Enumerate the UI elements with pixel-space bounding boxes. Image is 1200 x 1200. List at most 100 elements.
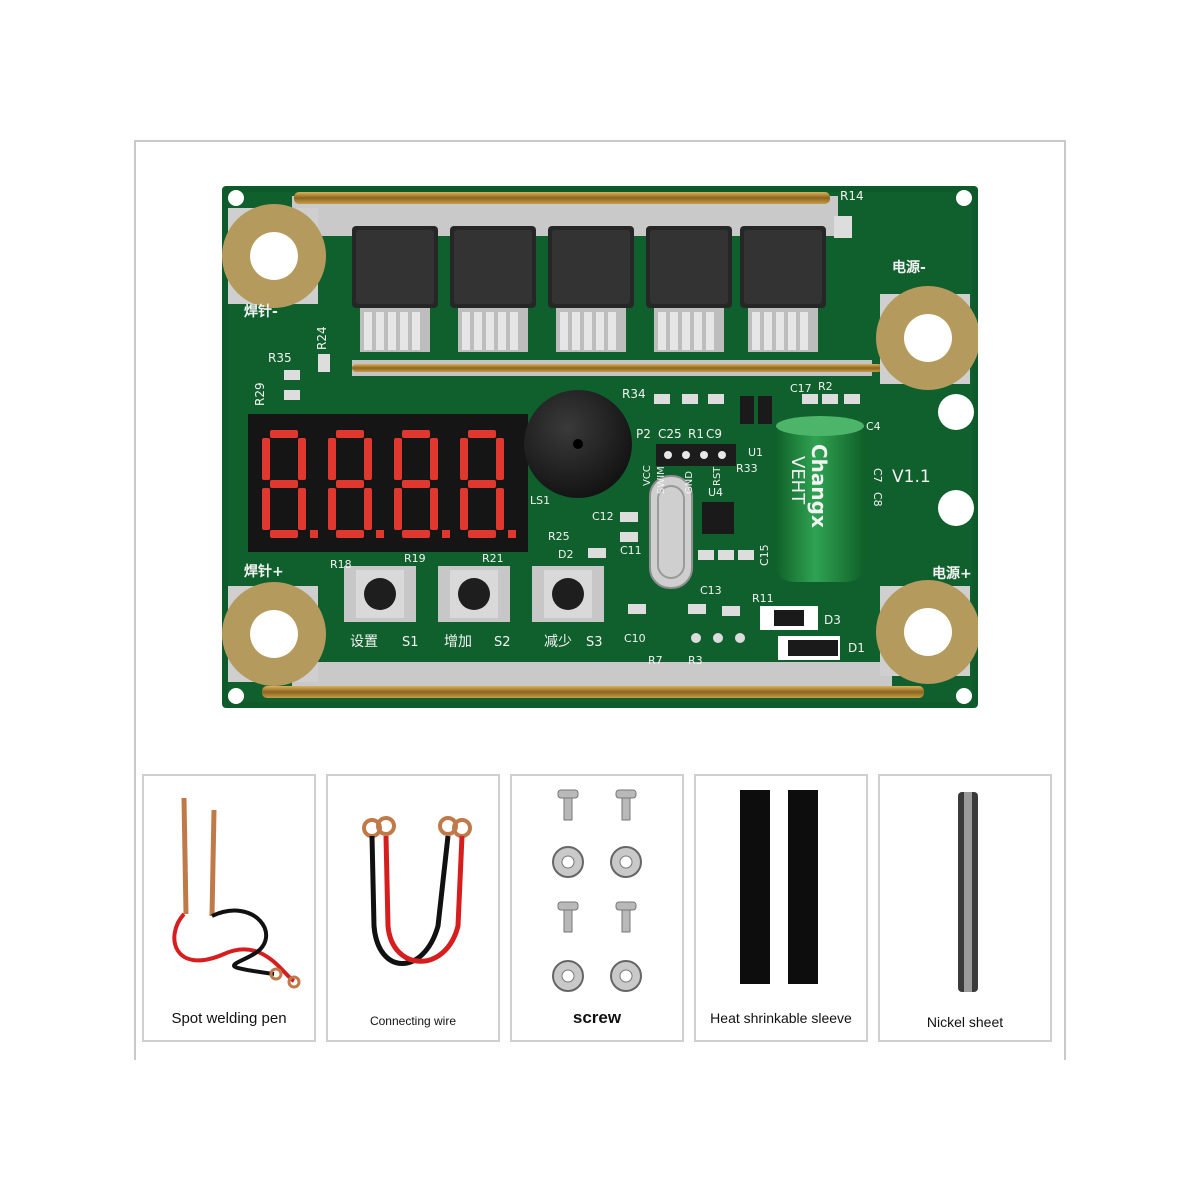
- button-s1: [344, 566, 416, 622]
- display-segment: [262, 488, 270, 530]
- display-segment: [270, 430, 298, 438]
- display-segment: [402, 530, 430, 538]
- mosfet: [646, 226, 732, 352]
- label-u4: U4: [708, 486, 723, 499]
- label-r24: R24: [315, 326, 329, 350]
- display-segment: [468, 480, 496, 488]
- bottom-copper-rail: [262, 686, 924, 698]
- display-decimal-point: [376, 530, 384, 538]
- display-segment: [298, 488, 306, 530]
- mount-hole: [228, 688, 244, 704]
- label-c9: C9: [706, 427, 722, 441]
- seven-segment-display: [248, 414, 528, 552]
- label-c10: C10: [624, 632, 646, 645]
- accessory-card-heat-shrink: Heat shrinkable sleeve: [694, 774, 868, 1042]
- display-segment: [336, 430, 364, 438]
- product-frame: [134, 140, 1066, 1060]
- mount-hole: [956, 688, 972, 704]
- mcu-chip: [702, 502, 734, 534]
- label-r35: R35: [268, 351, 292, 365]
- middle-copper-rail: [352, 364, 882, 372]
- accessory-label: Connecting wire: [369, 1014, 457, 1028]
- display-segment: [364, 438, 372, 480]
- programming-header: [656, 444, 736, 466]
- accessory-card-welding-pen: Spot welding pen: [142, 774, 316, 1042]
- smd-components: [284, 216, 860, 616]
- crystal-oscillator: [649, 475, 693, 589]
- display-segment: [262, 438, 270, 480]
- accessory-label: Spot welding pen: [171, 1010, 287, 1027]
- label-r33: R33: [736, 462, 758, 475]
- label-swim: SWIM: [656, 466, 667, 494]
- label-c17: C17: [790, 382, 812, 395]
- connecting-wire-image: [362, 816, 472, 966]
- capacitor-brand: Changx: [807, 444, 831, 528]
- label-c25: C25: [658, 427, 682, 441]
- display-segment: [460, 488, 468, 530]
- mosfet: [352, 226, 438, 352]
- label-rst: RST: [712, 466, 723, 486]
- label-u1: U1: [748, 446, 763, 459]
- display-segment: [270, 480, 298, 488]
- display-decimal-point: [310, 530, 318, 538]
- display-segment: [496, 488, 504, 530]
- accessory-card-screw: screw: [510, 774, 684, 1042]
- label-r29: R29: [253, 382, 267, 406]
- label-r14: R14: [840, 189, 864, 203]
- label-s3: S3: [586, 635, 603, 650]
- label-c13: C13: [700, 584, 722, 597]
- label-r11: R11: [752, 592, 774, 605]
- label-weld-pos: 焊针+: [244, 563, 284, 580]
- label-s2: S2: [494, 635, 511, 650]
- label-r21: R21: [482, 552, 504, 565]
- buzzer: [524, 390, 632, 498]
- label-c8: C8: [871, 492, 884, 507]
- display-segment: [468, 530, 496, 538]
- label-version: V1.1: [892, 467, 931, 487]
- display-decimal-point: [442, 530, 450, 538]
- label-btn-set: 设置: [350, 634, 378, 650]
- power-neg-terminal: [876, 286, 978, 390]
- mosfet: [740, 226, 826, 352]
- label-r3: R3: [688, 654, 703, 667]
- nickel-sheet-image: [958, 792, 978, 992]
- display-segment: [460, 438, 468, 480]
- weld-neg-terminal: [222, 204, 326, 308]
- label-weld-neg: 焊针-: [244, 303, 278, 320]
- label-btn-add: 增加: [444, 634, 472, 650]
- display-segment: [328, 488, 336, 530]
- label-c7: C7: [871, 468, 884, 483]
- label-r18: R18: [330, 558, 352, 571]
- label-r34: R34: [622, 387, 646, 401]
- label-power-pos: 电源+: [932, 565, 972, 582]
- label-r1: R1: [688, 427, 704, 441]
- label-r19: R19: [404, 552, 426, 565]
- mount-hole: [938, 490, 974, 526]
- display-segment: [364, 488, 372, 530]
- label-gnd: GND: [684, 471, 695, 494]
- display-segment: [298, 438, 306, 480]
- electrolytic-capacitor: Changx VEHT: [774, 416, 866, 582]
- label-s1: S1: [402, 635, 419, 650]
- label-d1: D1: [848, 641, 865, 655]
- accessory-label: Nickel sheet: [926, 1014, 1004, 1030]
- display-segment: [336, 530, 364, 538]
- display-segment: [394, 488, 402, 530]
- welding-pen-image: [172, 797, 301, 989]
- display-decimal-point: [508, 530, 516, 538]
- heat-shrink-sleeve-image: [740, 790, 818, 984]
- label-d2: D2: [558, 548, 573, 561]
- screw-image: [552, 789, 642, 992]
- accessory-label: Heat shrinkable sleeve: [710, 1010, 852, 1026]
- label-r7: R7: [648, 654, 663, 667]
- label-btn-sub: 减少: [544, 634, 572, 650]
- mount-hole: [956, 190, 972, 206]
- display-segment: [496, 438, 504, 480]
- accessory-label: screw: [572, 1008, 622, 1027]
- mosfet-row: [352, 226, 826, 352]
- accessory-card-connecting-wire: Connecting wire: [326, 774, 500, 1042]
- label-c11: C11: [620, 544, 642, 557]
- display-segment: [430, 488, 438, 530]
- spot-welder-pcb: Changx VEHT 焊针- 焊针+ 电源- 电源+ V1.1 R14 R35…: [222, 186, 978, 708]
- label-d3: D3: [824, 613, 841, 627]
